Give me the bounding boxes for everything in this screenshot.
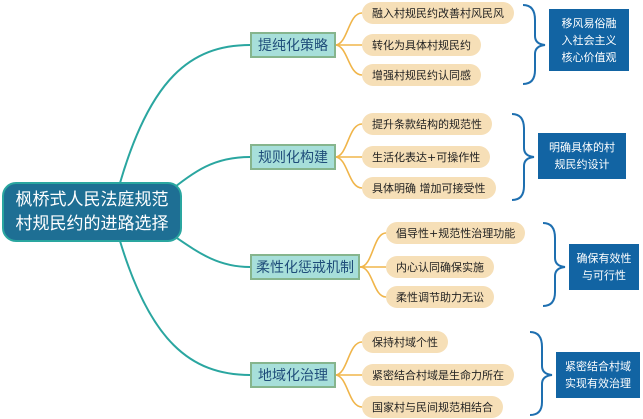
- leaf-label: 内心认同确保实施: [396, 261, 484, 274]
- summary-line: 紧密结合村域: [565, 360, 631, 373]
- summary-line: 确保有效性: [576, 252, 632, 265]
- branch-regional-governance: 地域化治理: [250, 362, 336, 388]
- leaf-label: 融入村规民约改善村风民风: [372, 7, 504, 20]
- leaf-item: 紧密结合村域是生命力所在: [362, 364, 514, 386]
- summary-box-4: 紧密结合村域 实现有效治理: [556, 352, 640, 398]
- bracket-1: [522, 4, 546, 85]
- leaf-item: 转化为具体村规民约: [362, 34, 481, 56]
- leaf-label: 增强村规民约认同感: [372, 69, 471, 82]
- summary-line: 移风易俗融: [561, 16, 617, 30]
- root-topic: 枫桥式人民法庭规范 村规民约的进路选择: [2, 182, 182, 242]
- leaf-label: 紧密结合村域是生命力所在: [372, 369, 504, 382]
- bracket-4: [529, 331, 553, 416]
- root-topic-line2: 村规民约的进路选择: [15, 214, 169, 234]
- branch-label: 地域化治理: [258, 368, 328, 384]
- summary-box-1: 移风易俗融 入社会主义 核心价值观: [549, 9, 629, 71]
- leaf-item: 具体明确 增加可接受性: [362, 177, 496, 199]
- summary-line: 与可行性: [582, 269, 626, 282]
- summary-box-2: 明确具体的村 规民约设计: [538, 133, 626, 179]
- leaf-item: 增强村规民约认同感: [362, 64, 481, 86]
- bracket-3: [542, 222, 566, 307]
- connector-branch-4: [119, 240, 251, 376]
- summary-line: 明确具体的村: [549, 141, 615, 154]
- leaf-item: 柔性调节助力无讼: [386, 286, 494, 308]
- leaf-item: 国家村与民间规范相结合: [362, 396, 503, 418]
- branch-label: 柔性化惩戒机制: [256, 260, 354, 276]
- branch-rule-construction: 规则化构建: [250, 144, 336, 170]
- leaf-label: 生活化表达+可操作性: [372, 151, 481, 164]
- leaf-label: 倡导性+规范性治理功能: [396, 227, 516, 240]
- branch-purification-strategy: 提纯化策略: [250, 32, 336, 58]
- leaf-label: 保持村域个性: [372, 336, 438, 349]
- leaf-item: 内心认同确保实施: [386, 256, 494, 278]
- summary-line: 规民约设计: [554, 158, 610, 171]
- leaf-label: 提升条款结构的规范性: [372, 118, 482, 131]
- summary-line: 核心价值观: [561, 50, 617, 64]
- branch-flexible-punishment: 柔性化惩戒机制: [250, 254, 360, 280]
- leaf-label: 国家村与民间规范相结合: [372, 401, 493, 414]
- root-topic-line1: 枫桥式人民法庭规范: [15, 190, 169, 210]
- leaf-label: 具体明确 增加可接受性: [372, 182, 486, 195]
- connector-branch-1: [119, 44, 251, 184]
- bracket-2: [511, 113, 535, 201]
- leaf-item: 融入村规民约改善村风民风: [362, 2, 514, 24]
- leaf-item: 提升条款结构的规范性: [362, 113, 492, 135]
- branch-label: 提纯化策略: [258, 38, 328, 54]
- leaf-label: 转化为具体村规民约: [372, 39, 471, 52]
- leaf-item: 生活化表达+可操作性: [362, 146, 491, 168]
- summary-box-3: 确保有效性 与可行性: [569, 244, 639, 290]
- summary-line: 入社会主义: [561, 33, 617, 47]
- summary-line: 实现有效治理: [565, 377, 631, 390]
- leaf-item: 保持村域个性: [362, 331, 448, 353]
- branch-label: 规则化构建: [258, 150, 328, 166]
- leaf-label: 柔性调节助力无讼: [396, 291, 484, 304]
- leaf-item: 倡导性+规范性治理功能: [386, 222, 526, 244]
